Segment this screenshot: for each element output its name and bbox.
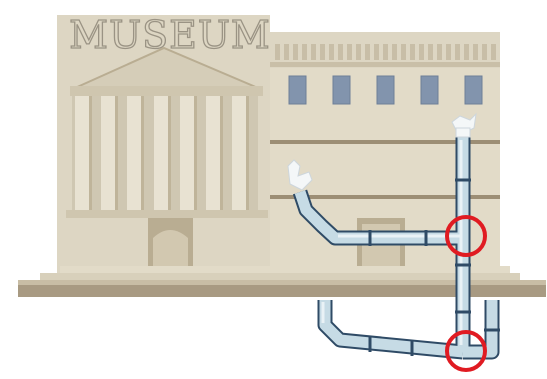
upper-windows [288, 75, 483, 105]
pipe-network [292, 135, 500, 360]
leak-marker-upper[interactable] [445, 215, 487, 257]
window [420, 75, 439, 105]
faucet-icon [451, 112, 477, 138]
column [180, 96, 194, 214]
window [464, 75, 483, 105]
column-base [66, 210, 268, 218]
window [288, 75, 307, 105]
column [101, 96, 115, 214]
window [376, 75, 395, 105]
column [127, 96, 141, 214]
ground-line [18, 284, 546, 297]
faucet-icon [287, 159, 313, 191]
floor-line [268, 140, 500, 144]
column [75, 96, 89, 214]
museum-building: MUSEUM [40, 12, 520, 281]
leak-marker-lower[interactable] [445, 330, 487, 372]
column [232, 96, 246, 214]
step [40, 273, 520, 281]
step [60, 266, 510, 274]
main-door [153, 230, 188, 270]
floor-line [268, 195, 500, 199]
temple-columns [72, 96, 258, 214]
column [154, 96, 168, 214]
entablature [70, 86, 263, 96]
leak-markers [445, 215, 487, 372]
window [332, 75, 351, 105]
column [206, 96, 220, 214]
roof-balustrade [275, 44, 496, 60]
pipe-joints [368, 178, 500, 356]
